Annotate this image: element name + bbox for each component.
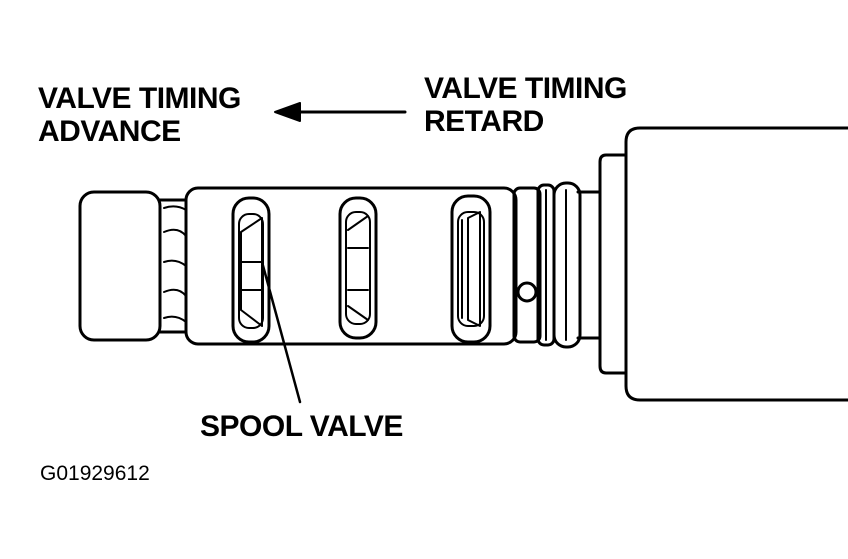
port-window-center bbox=[338, 196, 378, 340]
advance-label: VALVE TIMING ADVANCE bbox=[38, 82, 241, 148]
shaft-neck bbox=[576, 190, 602, 340]
right-collar bbox=[512, 186, 542, 344]
spool-leader-line bbox=[260, 260, 302, 404]
solenoid-housing bbox=[598, 126, 848, 402]
figure-code: G01929612 bbox=[40, 462, 150, 485]
retard-label: VALVE TIMING RETARD bbox=[424, 72, 627, 138]
left-cap bbox=[78, 190, 188, 342]
o-rings bbox=[536, 181, 582, 349]
spool-valve-label: SPOOL VALVE bbox=[200, 410, 403, 443]
direction-arrow bbox=[274, 102, 407, 122]
advance-label-line1: VALVE TIMING bbox=[38, 82, 241, 115]
port-window-left bbox=[231, 196, 271, 344]
retard-label-line2: RETARD bbox=[424, 105, 544, 138]
port-window-right bbox=[450, 194, 492, 344]
advance-label-line2: ADVANCE bbox=[38, 115, 181, 148]
retard-label-line1: VALVE TIMING bbox=[424, 72, 627, 105]
